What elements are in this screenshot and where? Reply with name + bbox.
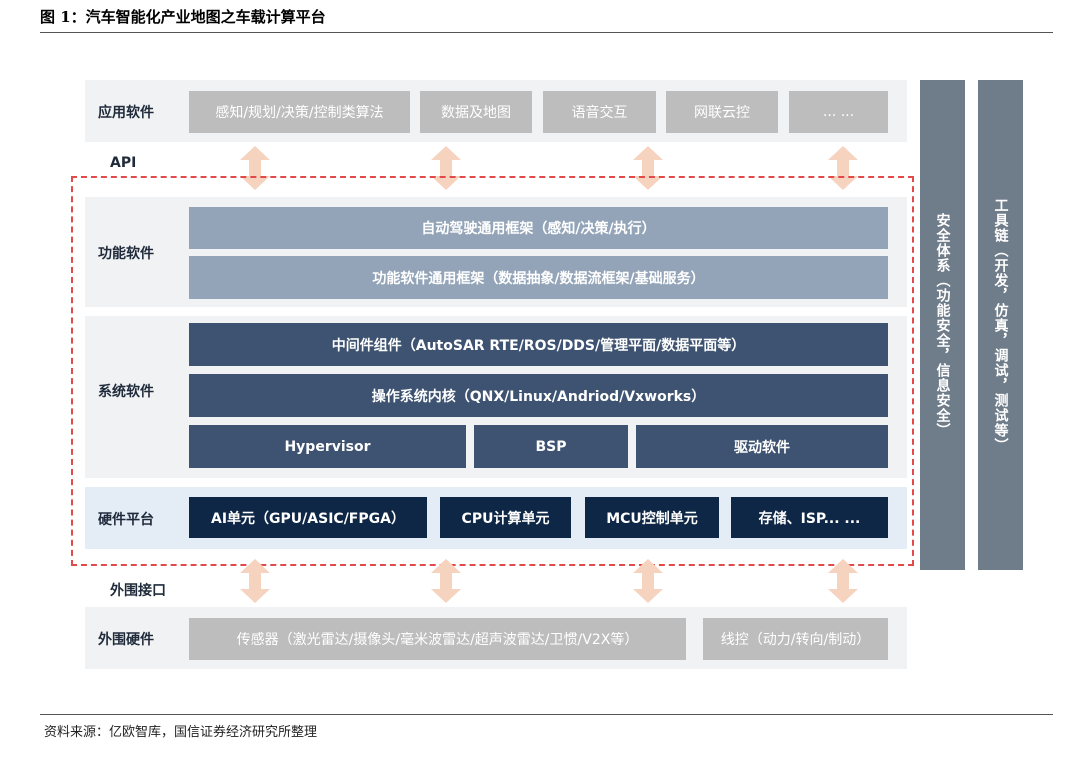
peripheral-arrow-4: [828, 559, 858, 603]
bsp: BSP: [474, 425, 628, 468]
top-rule: [40, 32, 1053, 33]
driver-software: 驱动软件: [636, 425, 888, 468]
app-item-algorithms: 感知/规划/决策/控制类算法: [189, 91, 410, 133]
peripheral-interface-label: 外围接口: [110, 583, 166, 599]
api-arrow-4: [828, 146, 858, 190]
peripheral-arrow-2: [431, 559, 461, 603]
middleware-component: 中间件组件（AutoSAR RTE/ROS/DDS/管理平面/数据平面等）: [189, 323, 888, 366]
security-system-bar: 安全体系（功能安全，信息安全）: [920, 80, 965, 570]
app-item-more: ... ...: [789, 91, 888, 133]
toolchain-bar: 工具链（开发，仿真，调试，测试等）: [978, 80, 1023, 570]
functional-layer-label: 功能软件: [98, 246, 154, 262]
storage-isp: 存储、ISP... ...: [731, 497, 888, 538]
security-system-text: 安全体系（功能安全，信息安全）: [934, 212, 951, 438]
autonomous-driving-framework: 自动驾驶通用框架（感知/决策/执行）: [189, 207, 888, 249]
toolchain-text: 工具链（开发，仿真，调试，测试等）: [992, 197, 1009, 453]
mcu-unit: MCU控制单元: [585, 497, 719, 538]
sensors: 传感器（激光雷达/摄像头/毫米波雷达/超声波雷达/卫惯/V2X等）: [189, 618, 686, 660]
cpu-unit: CPU计算单元: [440, 497, 571, 538]
app-item-data-maps: 数据及地图: [420, 91, 532, 133]
peripheral-hardware-label: 外围硬件: [98, 632, 154, 648]
api-arrow-2: [431, 146, 461, 190]
application-layer-label: 应用软件: [98, 105, 154, 121]
os-kernel: 操作系统内核（QNX/Linux/Andriod/Vxworks）: [189, 374, 888, 417]
drive-by-wire: 线控（动力/转向/制动）: [703, 618, 888, 660]
api-label: API: [110, 155, 137, 171]
onboard-platform-dashed-frame: [71, 176, 914, 566]
functional-software-framework: 功能软件通用框架（数据抽象/数据流框架/基础服务）: [189, 256, 888, 299]
source-note: 资料来源：亿欧智库，国信证券经济研究所整理: [44, 725, 318, 740]
hardware-layer-label: 硬件平台: [98, 512, 154, 528]
api-arrow-3: [633, 146, 663, 190]
hypervisor: Hypervisor: [189, 425, 466, 468]
api-arrow-1: [240, 146, 270, 190]
peripheral-arrow-3: [633, 559, 663, 603]
figure-title: 图 1：汽车智能化产业地图之车载计算平台: [40, 8, 326, 26]
ai-unit: AI单元（GPU/ASIC/FPGA）: [189, 497, 427, 538]
app-item-voice: 语音交互: [543, 91, 656, 133]
peripheral-arrow-1: [240, 559, 270, 603]
app-item-cloud: 网联云控: [666, 91, 778, 133]
system-layer-label: 系统软件: [98, 384, 154, 400]
bottom-rule: [40, 714, 1053, 715]
